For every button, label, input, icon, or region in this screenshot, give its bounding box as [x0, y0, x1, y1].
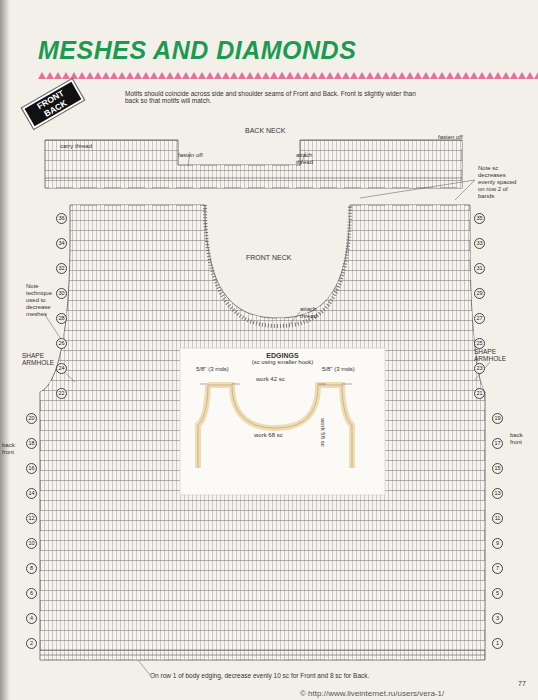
- row-number: 36: [56, 213, 67, 224]
- front-chart: [40, 205, 485, 660]
- row-number: 16: [26, 463, 37, 474]
- chart-note: attach thread: [296, 152, 326, 166]
- node-heading: EDGINGS: [266, 352, 298, 359]
- row-number: 3: [492, 613, 503, 624]
- side-marker: back front: [2, 442, 24, 456]
- row-number: 23: [474, 363, 485, 374]
- row-number: 9: [492, 538, 503, 549]
- row-number: 13: [492, 488, 503, 499]
- row-number: 20: [26, 413, 37, 424]
- row-number: 4: [26, 613, 37, 624]
- dimension: work 42 sc: [256, 376, 285, 383]
- section-label: SHAPE ARMHOLE: [474, 348, 516, 363]
- row-number: 8: [26, 563, 37, 574]
- row-number: 34: [56, 238, 67, 249]
- row-number: 25: [474, 338, 485, 349]
- page-title: MESHES AND DIAMONDS: [38, 36, 356, 65]
- chart-note: Note sc decreases evenly spaced on row 2…: [478, 165, 524, 199]
- chart-note: attach thread: [300, 306, 330, 320]
- dimension: 5/8" (3 rnds): [322, 366, 355, 373]
- row-number: 29: [474, 288, 485, 299]
- note-text: On row 1 of body edging, decrease evenly…: [150, 672, 470, 679]
- book-gutter: [0, 0, 10, 700]
- section-label: FRONT NECK: [246, 254, 291, 262]
- row-number: 1: [492, 638, 503, 649]
- row-number: 2: [26, 638, 37, 649]
- row-number: 35: [474, 213, 485, 224]
- row-number: 5: [492, 588, 503, 599]
- row-number: 7: [492, 563, 503, 574]
- section-label: BACK NECK: [245, 127, 285, 135]
- page-number: 77: [518, 680, 526, 688]
- watermark: © http://www.liveinternet.ru/users/vera-…: [300, 689, 444, 698]
- row-number: 15: [492, 463, 503, 474]
- row-number: 19: [492, 413, 503, 424]
- row-number: 31: [474, 263, 485, 274]
- row-number: 28: [56, 313, 67, 324]
- row-number: 21: [474, 388, 485, 399]
- leader-lines: [45, 152, 490, 675]
- chart-note: fasten off: [178, 152, 204, 159]
- row-number: 33: [474, 238, 485, 249]
- row-number: 18: [26, 438, 37, 449]
- row-number: 32: [56, 263, 67, 274]
- row-number: 17: [492, 438, 503, 449]
- row-number: 11: [492, 513, 503, 524]
- dimension: work 68 sc: [254, 432, 283, 439]
- chart-note: fasten off: [438, 134, 464, 141]
- edging-inset: [180, 348, 385, 495]
- row-number: 30: [56, 288, 67, 299]
- back-chart: [45, 140, 462, 188]
- row-number: 6: [26, 588, 37, 599]
- dimension: work 58 sc: [319, 418, 326, 447]
- row-number: 26: [56, 338, 67, 349]
- node-subheading: (sc using smaller hook): [252, 359, 314, 365]
- row-number: 24: [56, 363, 67, 374]
- zigzag-border: [38, 72, 538, 79]
- dimension: 5/8" (3 rnds): [196, 366, 229, 373]
- row-number: 22: [56, 388, 67, 399]
- side-marker: back front: [510, 432, 534, 446]
- row-number: 27: [474, 313, 485, 324]
- row-number: 12: [26, 513, 37, 524]
- note-text: Motifs should coincide across side and s…: [125, 90, 425, 105]
- chart-note: carry thread: [60, 143, 92, 150]
- row-number: 14: [26, 488, 37, 499]
- row-number: 10: [26, 538, 37, 549]
- node-heading: FRONT BACK: [28, 84, 78, 124]
- section-tag: FRONT BACK: [22, 79, 84, 129]
